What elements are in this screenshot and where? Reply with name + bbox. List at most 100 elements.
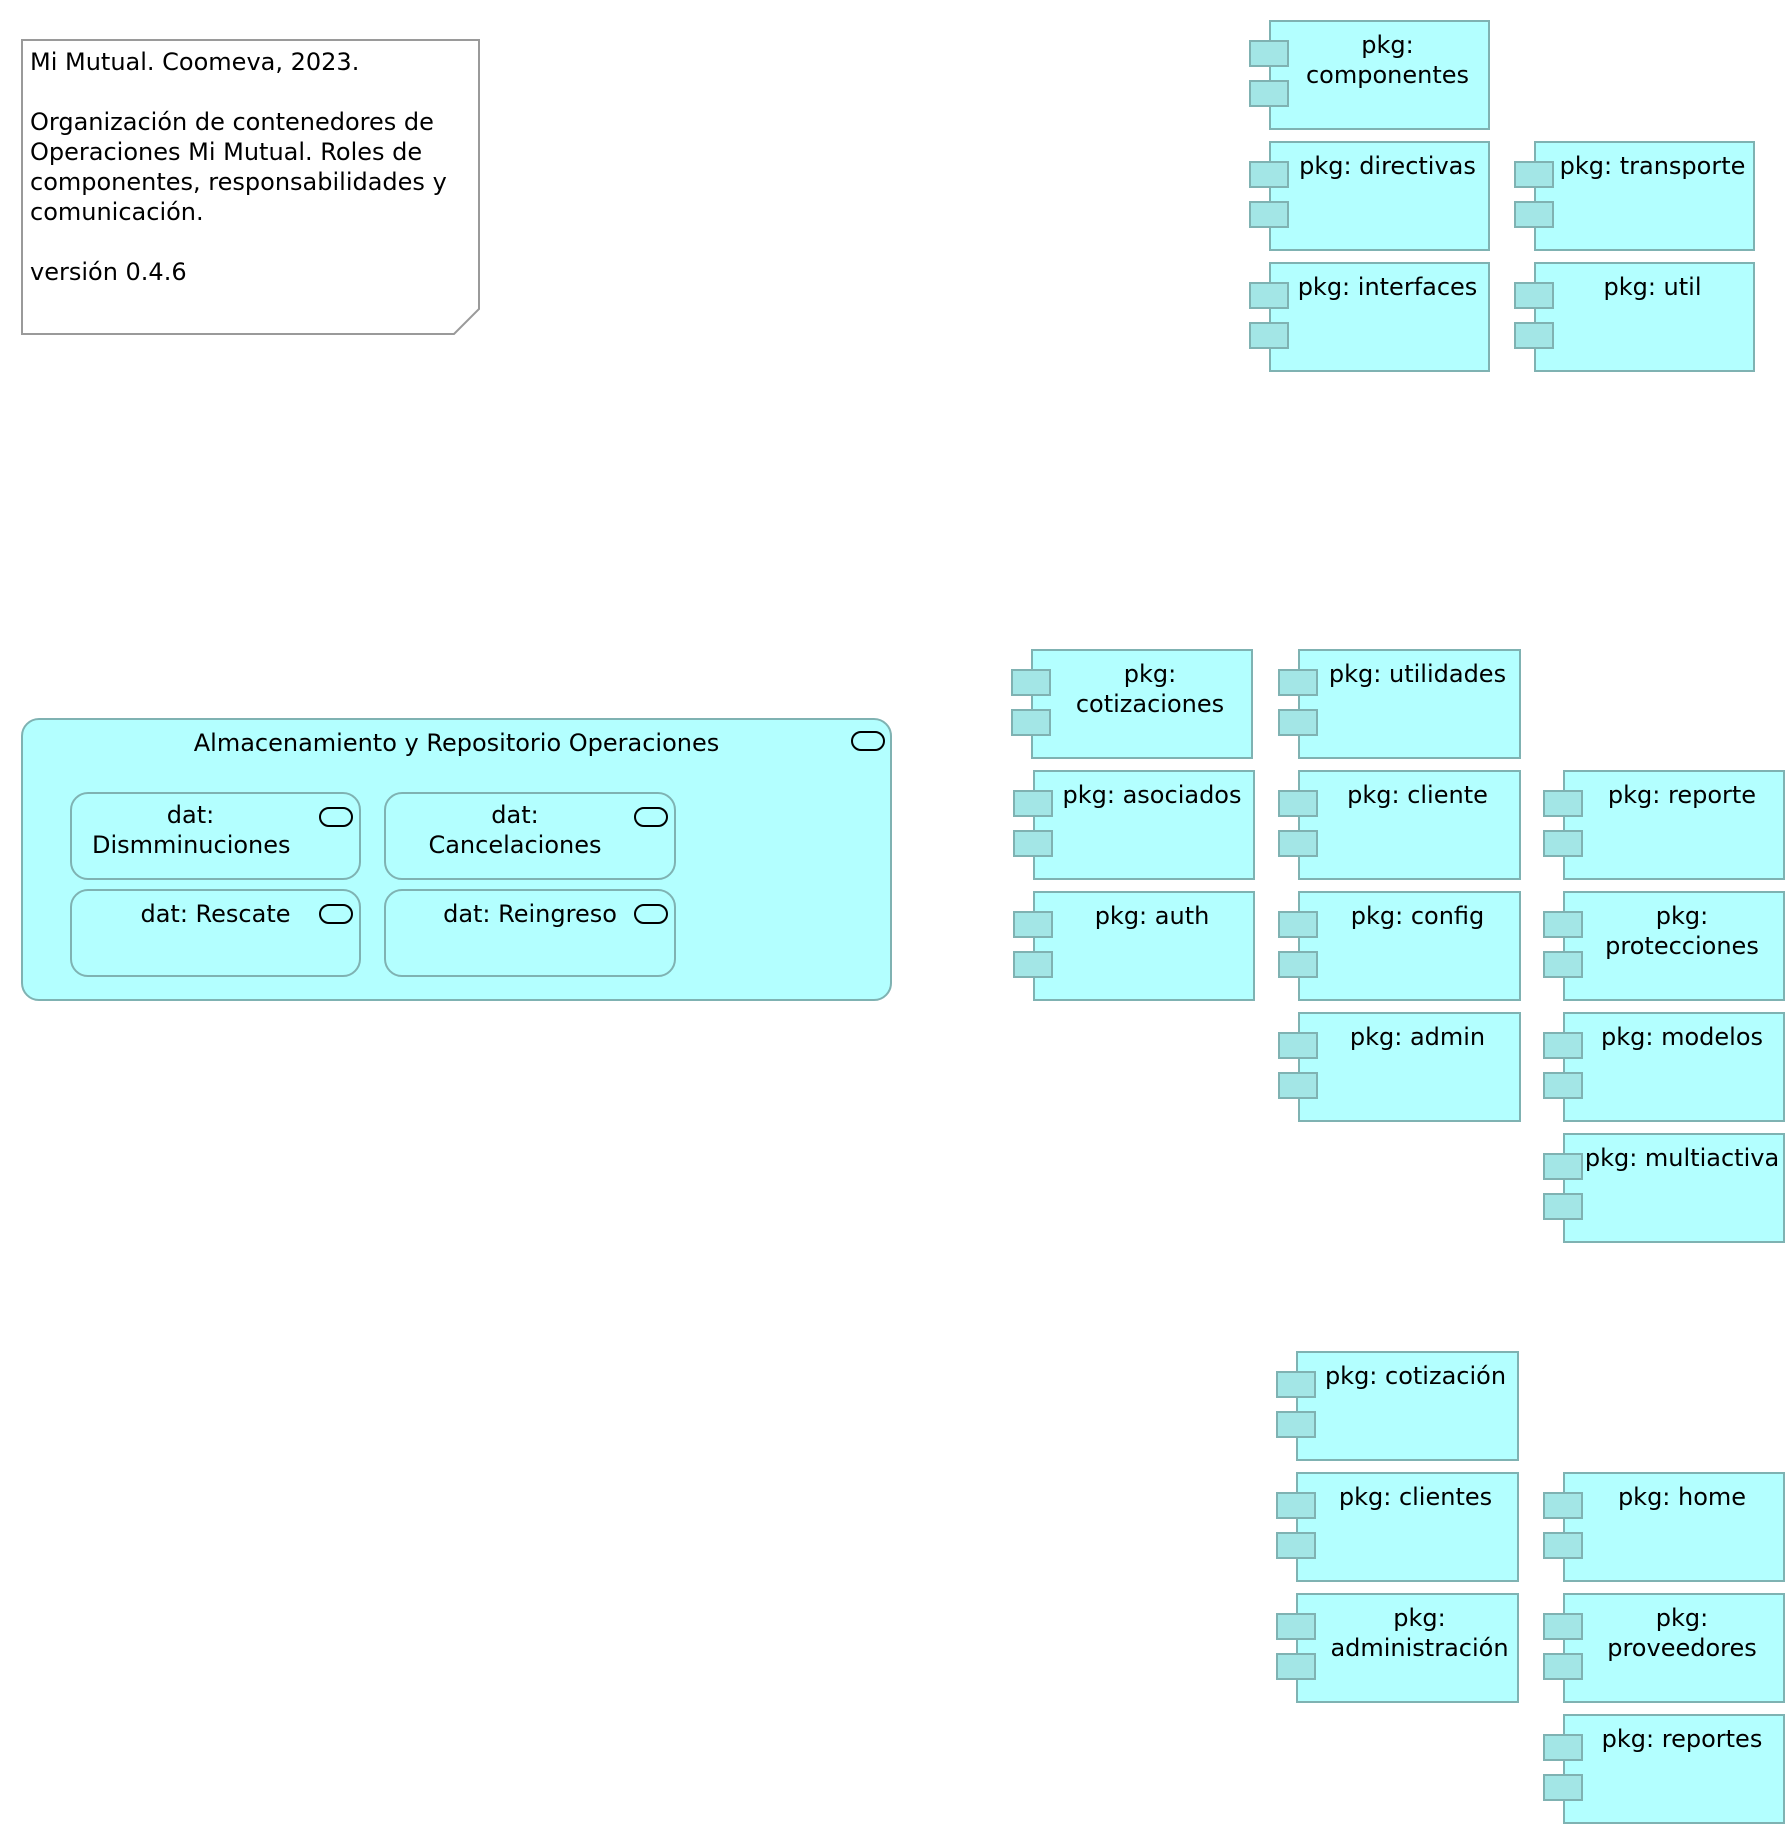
component-tab-icon bbox=[1278, 790, 1318, 817]
pkg-reportes[interactable]: pkg: reportes bbox=[1543, 1714, 1785, 1824]
dat-label: dat: Cancelaciones bbox=[428, 801, 602, 859]
dat-rescate[interactable]: dat: Rescate bbox=[70, 889, 361, 977]
pkg-cliente[interactable]: pkg: cliente bbox=[1278, 770, 1521, 880]
component-tab-icon bbox=[1276, 1371, 1316, 1398]
component-tab-icon bbox=[1249, 80, 1289, 107]
component-tab-icon bbox=[1013, 790, 1053, 817]
component-tab-icon bbox=[1543, 1032, 1583, 1059]
pkg-label: pkg: auth bbox=[1094, 902, 1210, 930]
component-tab-icon bbox=[1249, 282, 1289, 309]
pkg-admin[interactable]: pkg: admin bbox=[1278, 1012, 1521, 1122]
component-tab-icon bbox=[1276, 1653, 1316, 1680]
pkg-label: pkg: cotizaciones bbox=[1075, 660, 1225, 718]
data-object-icon bbox=[634, 807, 668, 827]
pkg-interfaces[interactable]: pkg: interfaces bbox=[1249, 262, 1490, 372]
pkg-label: pkg: proveedores bbox=[1607, 1604, 1757, 1662]
component-tab-icon bbox=[1278, 951, 1318, 978]
pkg-directivas[interactable]: pkg: directivas bbox=[1249, 141, 1490, 251]
component-tab-icon bbox=[1543, 1774, 1583, 1801]
pkg-label: pkg: protecciones bbox=[1605, 902, 1759, 960]
component-tab-icon bbox=[1278, 709, 1318, 736]
pkg-label: pkg: asociados bbox=[1062, 781, 1242, 809]
component-tab-icon bbox=[1543, 1653, 1583, 1680]
data-object-icon bbox=[851, 731, 885, 751]
data-object-icon bbox=[319, 807, 353, 827]
pkg-auth[interactable]: pkg: auth bbox=[1013, 891, 1255, 1001]
pkg-reporte[interactable]: pkg: reporte bbox=[1543, 770, 1785, 880]
pkg-label: pkg: administración bbox=[1330, 1604, 1509, 1662]
pkg-asociados[interactable]: pkg: asociados bbox=[1013, 770, 1255, 880]
pkg-label: pkg: clientes bbox=[1338, 1483, 1493, 1511]
component-tab-icon bbox=[1249, 201, 1289, 228]
data-object-icon bbox=[634, 904, 668, 924]
pkg-transporte[interactable]: pkg: transporte bbox=[1514, 141, 1755, 251]
pkg-label: pkg: cliente bbox=[1347, 781, 1488, 809]
pkg-config[interactable]: pkg: config bbox=[1278, 891, 1521, 1001]
pkg-label: pkg: multiactiva bbox=[1584, 1144, 1780, 1172]
diagram-note: Mi Mutual. Coomeva, 2023. Organización d… bbox=[21, 39, 480, 335]
dat-reingreso[interactable]: dat: Reingreso bbox=[384, 889, 676, 977]
dat-label: dat: Rescate bbox=[140, 900, 291, 928]
component-tab-icon bbox=[1276, 1532, 1316, 1559]
pkg-label: pkg: interfaces bbox=[1297, 273, 1478, 301]
component-tab-icon bbox=[1278, 1072, 1318, 1099]
pkg-clientes[interactable]: pkg: clientes bbox=[1276, 1472, 1519, 1582]
component-tab-icon bbox=[1249, 40, 1289, 67]
component-tab-icon bbox=[1543, 1734, 1583, 1761]
pkg-label: pkg: modelos bbox=[1601, 1023, 1763, 1051]
pkg-proveedores[interactable]: pkg: proveedores bbox=[1543, 1593, 1785, 1703]
component-tab-icon bbox=[1011, 709, 1051, 736]
pkg-administracion[interactable]: pkg: administración bbox=[1276, 1593, 1519, 1703]
component-tab-icon bbox=[1276, 1613, 1316, 1640]
pkg-label: pkg: reportes bbox=[1601, 1725, 1763, 1753]
dat-label: dat: Dismminuciones bbox=[92, 801, 291, 859]
component-tab-icon bbox=[1543, 1492, 1583, 1519]
dat-cancelaciones[interactable]: dat: Cancelaciones bbox=[384, 792, 676, 880]
pkg-label: pkg: admin bbox=[1349, 1023, 1486, 1051]
component-tab-icon bbox=[1543, 911, 1583, 938]
pkg-modelos[interactable]: pkg: modelos bbox=[1543, 1012, 1785, 1122]
component-tab-icon bbox=[1249, 322, 1289, 349]
pkg-utilidades[interactable]: pkg: utilidades bbox=[1278, 649, 1521, 759]
component-tab-icon bbox=[1543, 951, 1583, 978]
component-tab-icon bbox=[1543, 1153, 1583, 1180]
pkg-componentes[interactable]: pkg: componentes bbox=[1249, 20, 1490, 130]
pkg-label: pkg: home bbox=[1617, 1483, 1747, 1511]
pkg-label: pkg: directivas bbox=[1299, 152, 1476, 180]
component-tab-icon bbox=[1543, 830, 1583, 857]
component-tab-icon bbox=[1514, 201, 1554, 228]
component-tab-icon bbox=[1543, 1072, 1583, 1099]
note-shape bbox=[21, 39, 480, 335]
component-tab-icon bbox=[1278, 669, 1318, 696]
component-tab-icon bbox=[1514, 322, 1554, 349]
pkg-protecciones[interactable]: pkg: protecciones bbox=[1543, 891, 1785, 1001]
component-tab-icon bbox=[1278, 1032, 1318, 1059]
pkg-multiactiva[interactable]: pkg: multiactiva bbox=[1543, 1133, 1785, 1243]
component-tab-icon bbox=[1543, 1532, 1583, 1559]
component-tab-icon bbox=[1013, 830, 1053, 857]
component-tab-icon bbox=[1278, 911, 1318, 938]
pkg-label: pkg: reporte bbox=[1607, 781, 1757, 809]
pkg-cotizacion[interactable]: pkg: cotización bbox=[1276, 1351, 1519, 1461]
pkg-label: pkg: transporte bbox=[1559, 152, 1746, 180]
component-tab-icon bbox=[1276, 1411, 1316, 1438]
component-tab-icon bbox=[1514, 161, 1554, 188]
pkg-label: pkg: utilidades bbox=[1328, 660, 1507, 688]
dat-dismminuciones[interactable]: dat: Dismminuciones bbox=[70, 792, 361, 880]
storage-group[interactable]: Almacenamiento y Repositorio Operaciones… bbox=[21, 718, 892, 1001]
component-tab-icon bbox=[1543, 1193, 1583, 1220]
pkg-label: pkg: componentes bbox=[1305, 31, 1470, 89]
component-tab-icon bbox=[1543, 1613, 1583, 1640]
component-tab-icon bbox=[1276, 1492, 1316, 1519]
pkg-label: pkg: config bbox=[1350, 902, 1485, 930]
component-tab-icon bbox=[1543, 790, 1583, 817]
note-text: Mi Mutual. Coomeva, 2023. Organización d… bbox=[30, 48, 447, 286]
component-tab-icon bbox=[1013, 911, 1053, 938]
pkg-util[interactable]: pkg: util bbox=[1514, 262, 1755, 372]
pkg-cotizaciones[interactable]: pkg: cotizaciones bbox=[1011, 649, 1253, 759]
pkg-label: pkg: cotización bbox=[1324, 1362, 1507, 1390]
component-tab-icon bbox=[1011, 669, 1051, 696]
pkg-label: pkg: util bbox=[1603, 273, 1702, 301]
pkg-home[interactable]: pkg: home bbox=[1543, 1472, 1785, 1582]
data-object-icon bbox=[319, 904, 353, 924]
